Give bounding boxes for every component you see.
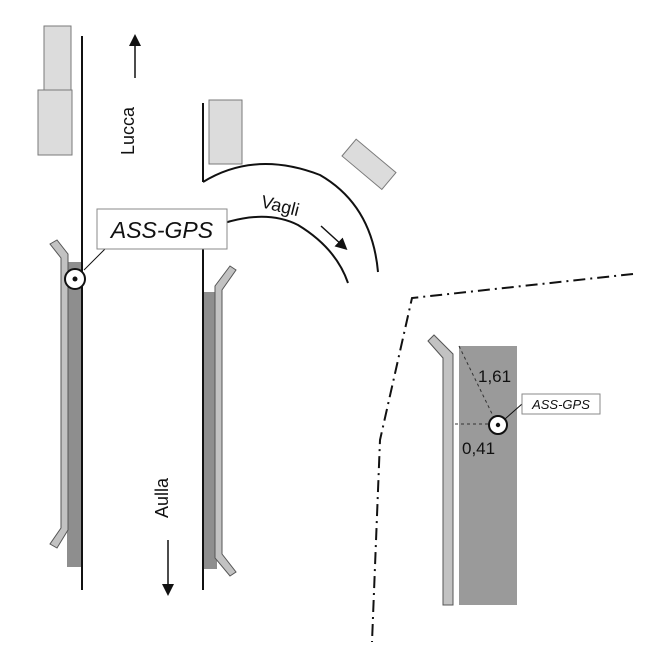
dist-diagonal-label: 1,61: [478, 367, 511, 386]
detail-gps-leader-line: [504, 403, 523, 420]
building-middle: [37, 89, 73, 156]
branch-road-outer: [202, 163, 379, 273]
gps-label-detail: ASS-GPS: [531, 397, 590, 412]
label-lucca: Lucca: [118, 106, 138, 155]
left-lane-shade: [67, 262, 81, 567]
detail-gps-label-box: [521, 393, 601, 415]
building-rotated: [341, 138, 397, 191]
left-guardrail: [49, 239, 69, 549]
detail-gps-marker-center: [495, 422, 501, 428]
arrow-vagli-icon: [320, 225, 348, 251]
gps-label-box: [96, 208, 228, 250]
right-guardrail: [214, 265, 237, 577]
dist-horizontal-label: 0,41: [462, 439, 495, 458]
detail-boundary-line: [371, 273, 634, 643]
right-lane-shade: [203, 292, 217, 569]
detail-lane-shade: [459, 346, 517, 605]
building-right: [208, 99, 243, 165]
gps-marker-center: [72, 276, 78, 282]
building-top: [43, 25, 72, 91]
gps-leader-line: [83, 247, 107, 271]
detail-guardrail: [427, 334, 454, 606]
branch-road-inner: [202, 215, 349, 284]
gps-label-main: ASS-GPS: [109, 217, 214, 243]
measure-diagonal: [458, 345, 498, 425]
label-aulla: Aulla: [152, 477, 172, 518]
